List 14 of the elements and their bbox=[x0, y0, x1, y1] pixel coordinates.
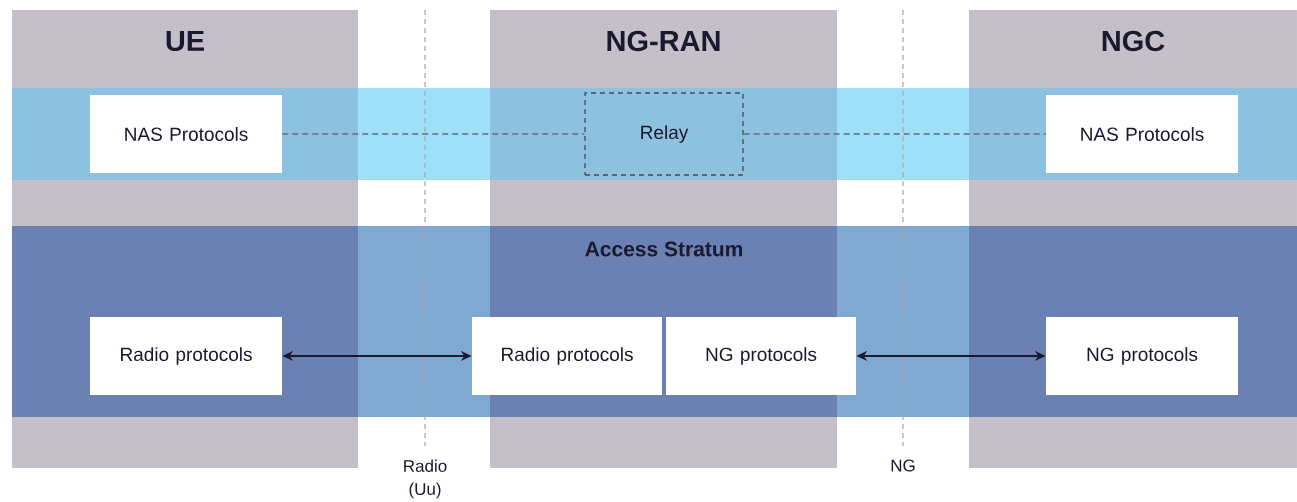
protocol-box: Radio protocols bbox=[90, 317, 282, 395]
connector-line bbox=[742, 133, 1047, 135]
column-base bbox=[12, 417, 358, 468]
protocol-box: NAS Protocols bbox=[1046, 95, 1238, 173]
column-base bbox=[490, 417, 837, 468]
interface-label: NG bbox=[891, 459, 915, 472]
interface-label: Radio (Uu) bbox=[404, 459, 447, 499]
relay-box: Relay bbox=[584, 92, 744, 176]
protocol-box: Radio protocols bbox=[472, 317, 662, 395]
connector-line bbox=[281, 133, 586, 135]
column-base bbox=[969, 417, 1297, 468]
protocol-box: NG protocols bbox=[1046, 317, 1238, 395]
protocol-box: NAS Protocols bbox=[90, 95, 282, 173]
protocol-box: NG protocols bbox=[666, 317, 856, 395]
